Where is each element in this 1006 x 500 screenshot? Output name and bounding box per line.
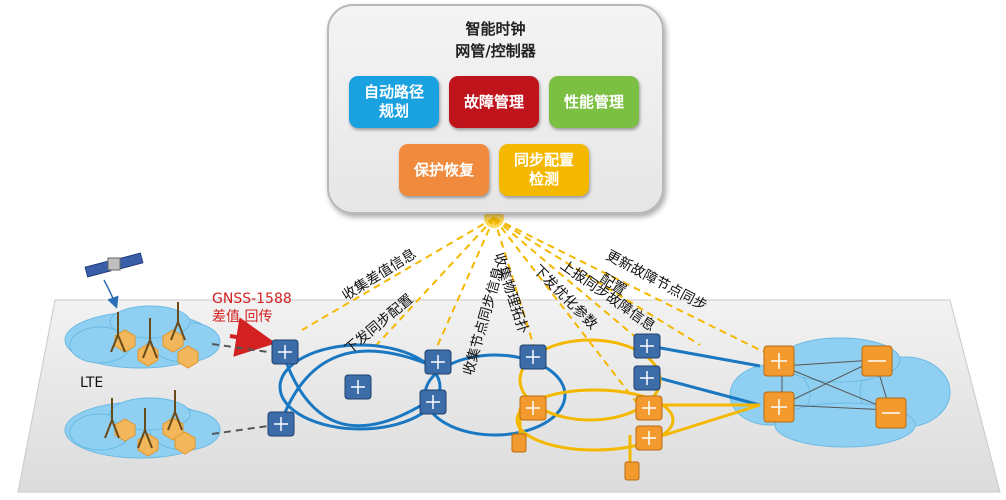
- gnss-label-line1: GNSS-1588: [212, 291, 292, 307]
- lte-label: LTE: [80, 375, 104, 391]
- cell-tower-icons: [104, 302, 186, 449]
- blue-rings: [278, 343, 761, 437]
- flow-line-2: [369, 217, 495, 353]
- flow-line-3: [431, 217, 495, 359]
- module-protection-recovery: 保护恢复: [399, 144, 489, 196]
- gnss-label: GNSS-1588 差值 回传: [212, 290, 292, 326]
- flow-line-6: [493, 217, 651, 421]
- core-mesh: [781, 359, 891, 411]
- cell-tower-group-top: [114, 329, 199, 369]
- cell-tower-icon: [137, 408, 153, 449]
- satellite-signal-arrow: [103, 279, 119, 309]
- gnss-red-arrow: [229, 317, 276, 357]
- module-fault-mgmt: 故障管理: [449, 76, 539, 128]
- satellite-icon: [84, 252, 144, 278]
- module-performance-mgmt: 性能管理: [549, 76, 639, 128]
- flow-line-1: [301, 217, 495, 331]
- cell-tower-icon: [110, 312, 126, 353]
- flow-line-5: [493, 217, 646, 346]
- controller-title-line2: 网管/控制器: [455, 42, 536, 60]
- flow-line-8: [493, 217, 777, 359]
- clock-device-icon: [511, 433, 527, 453]
- cell-tower-icon: [104, 398, 120, 439]
- control-flow-lines: [301, 217, 777, 421]
- module-sync-config-check: 同步配置检测: [499, 144, 589, 196]
- router-glyphs: [274, 339, 900, 445]
- module-auto-path: 自动路径规划: [349, 76, 439, 128]
- lte-link-top: [211, 343, 269, 353]
- clock-device-icon: [624, 461, 640, 481]
- controller-title-line1: 智能时钟: [465, 20, 526, 38]
- cell-tower-icon: [170, 302, 186, 341]
- cell-tower-group-bottom: [114, 417, 196, 457]
- cell-tower-icon: [167, 390, 183, 431]
- cell-tower-icon: [142, 318, 158, 359]
- lte-link-bottom: [211, 425, 269, 435]
- gnss-label-line2: 差值 回传: [212, 309, 273, 325]
- flow-line-7: [493, 217, 701, 346]
- controller-panel: 智能时钟 网管/控制器 自动路径规划 故障管理 性能管理 保护恢复 同步配置检测: [327, 4, 664, 214]
